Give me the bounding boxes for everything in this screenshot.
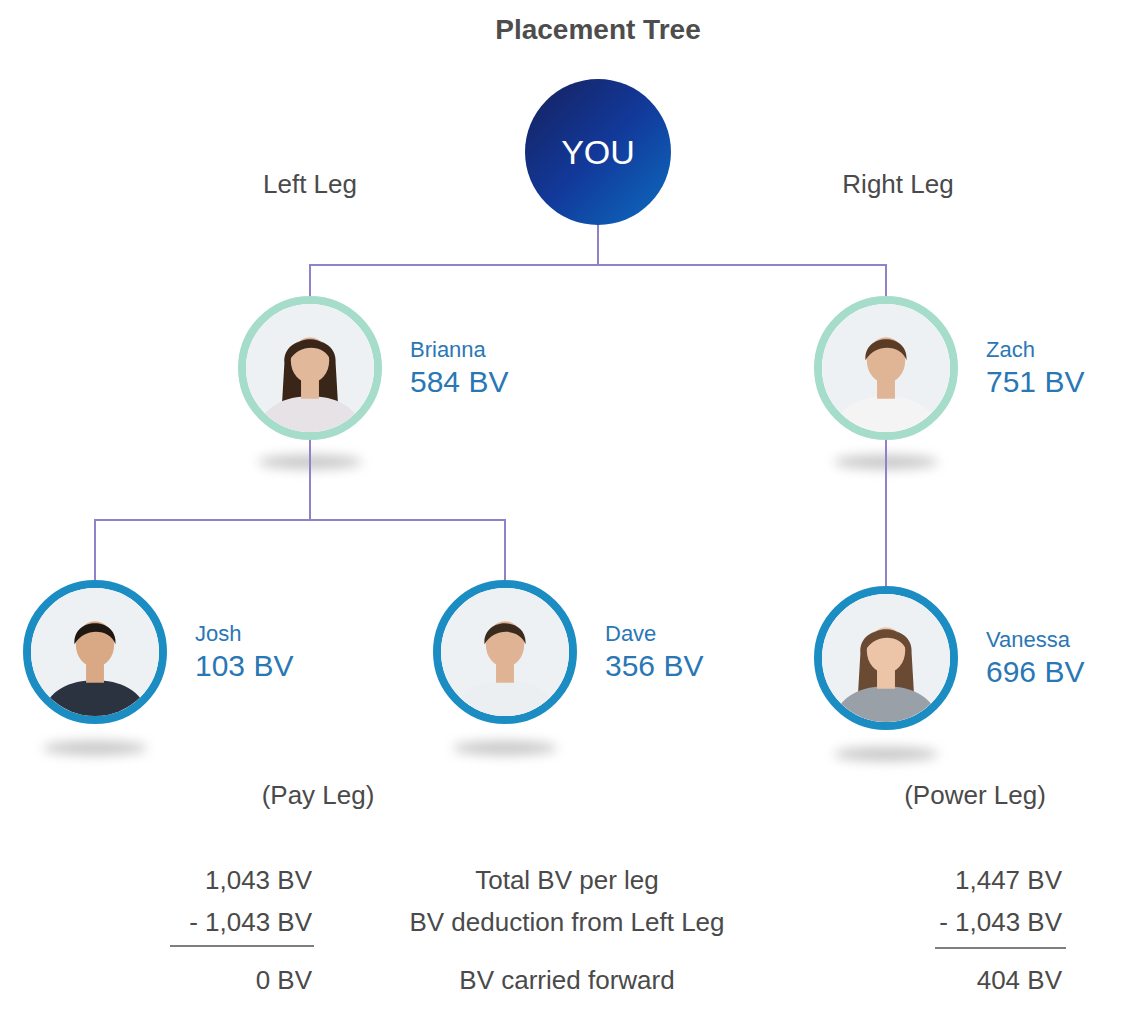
- hair: [865, 629, 906, 650]
- member-caption: Zach751 BV: [986, 336, 1084, 400]
- person-photo: [31, 588, 159, 716]
- member-caption: Vanessa696 BV: [986, 626, 1084, 690]
- member-node: Vanessa696 BV: [814, 586, 958, 730]
- member-caption: Brianna584 BV: [410, 336, 508, 400]
- drop-shadow: [43, 741, 147, 755]
- member-node: Dave356 BV: [433, 580, 577, 724]
- person-photo: [822, 594, 950, 722]
- bv-figure: - 1,043 BV: [939, 907, 1062, 938]
- drop-shadow: [834, 747, 938, 761]
- person-photo: [822, 304, 950, 432]
- shirt: [451, 680, 559, 716]
- hair: [289, 339, 330, 360]
- member-node: Josh103 BV: [23, 580, 167, 724]
- bv-value: 751 BV: [986, 364, 1084, 400]
- member-name: Zach: [986, 336, 1084, 364]
- shirt: [832, 686, 940, 722]
- sum-rule: [935, 947, 1066, 949]
- bv-value: 103 BV: [195, 648, 293, 684]
- drop-shadow: [453, 741, 557, 755]
- member-caption: Josh103 BV: [195, 620, 293, 684]
- member-caption: Dave356 BV: [605, 620, 703, 684]
- bv-figure: 0 BV: [256, 965, 312, 996]
- shirt: [41, 680, 149, 716]
- photo-circle: [433, 580, 577, 724]
- tree-connector: [310, 225, 598, 296]
- person-photo: [441, 588, 569, 716]
- person-photo: [246, 304, 374, 432]
- photo-circle: [814, 296, 958, 440]
- bv-figure: 404 BV: [977, 965, 1062, 996]
- bv-value: 356 BV: [605, 648, 703, 684]
- diagram-title: Placement Tree: [495, 14, 700, 46]
- tree-connector: [310, 440, 505, 580]
- leg-tag: (Pay Leg): [262, 780, 375, 811]
- hair: [74, 623, 115, 644]
- member-name: Dave: [605, 620, 703, 648]
- member-name: Josh: [195, 620, 293, 648]
- member-node: Zach751 BV: [814, 296, 958, 440]
- bv-value: 696 BV: [986, 654, 1084, 690]
- leg-label: Left Leg: [263, 169, 357, 200]
- root-member-circle: YOU: [525, 79, 671, 225]
- shirt: [832, 396, 940, 432]
- bv-figure: - 1,043 BV: [189, 907, 312, 938]
- member-label: YOU: [561, 133, 635, 172]
- row-label: BV carried forward: [459, 965, 674, 996]
- member-name: Brianna: [410, 336, 508, 364]
- sum-rule: [170, 945, 314, 947]
- member-name: Vanessa: [986, 626, 1084, 654]
- tree-connector: [885, 440, 887, 586]
- row-label: BV deduction from Left Leg: [409, 907, 724, 938]
- hair: [484, 623, 525, 644]
- tree-connector: [598, 225, 886, 296]
- hair: [865, 339, 906, 360]
- bv-figure: 1,043 BV: [205, 865, 312, 896]
- circle-label-holder: YOU: [525, 79, 671, 225]
- bv-figure: 1,447 BV: [955, 865, 1062, 896]
- photo-circle: [814, 586, 958, 730]
- bv-value: 584 BV: [410, 364, 508, 400]
- member-node: Brianna584 BV: [238, 296, 382, 440]
- leg-label: Right Leg: [842, 169, 953, 200]
- photo-circle: [238, 296, 382, 440]
- photo-circle: [23, 580, 167, 724]
- tree-connector: [95, 440, 310, 580]
- row-label: Total BV per leg: [475, 865, 659, 896]
- leg-tag: (Power Leg): [904, 780, 1046, 811]
- shirt: [256, 396, 364, 432]
